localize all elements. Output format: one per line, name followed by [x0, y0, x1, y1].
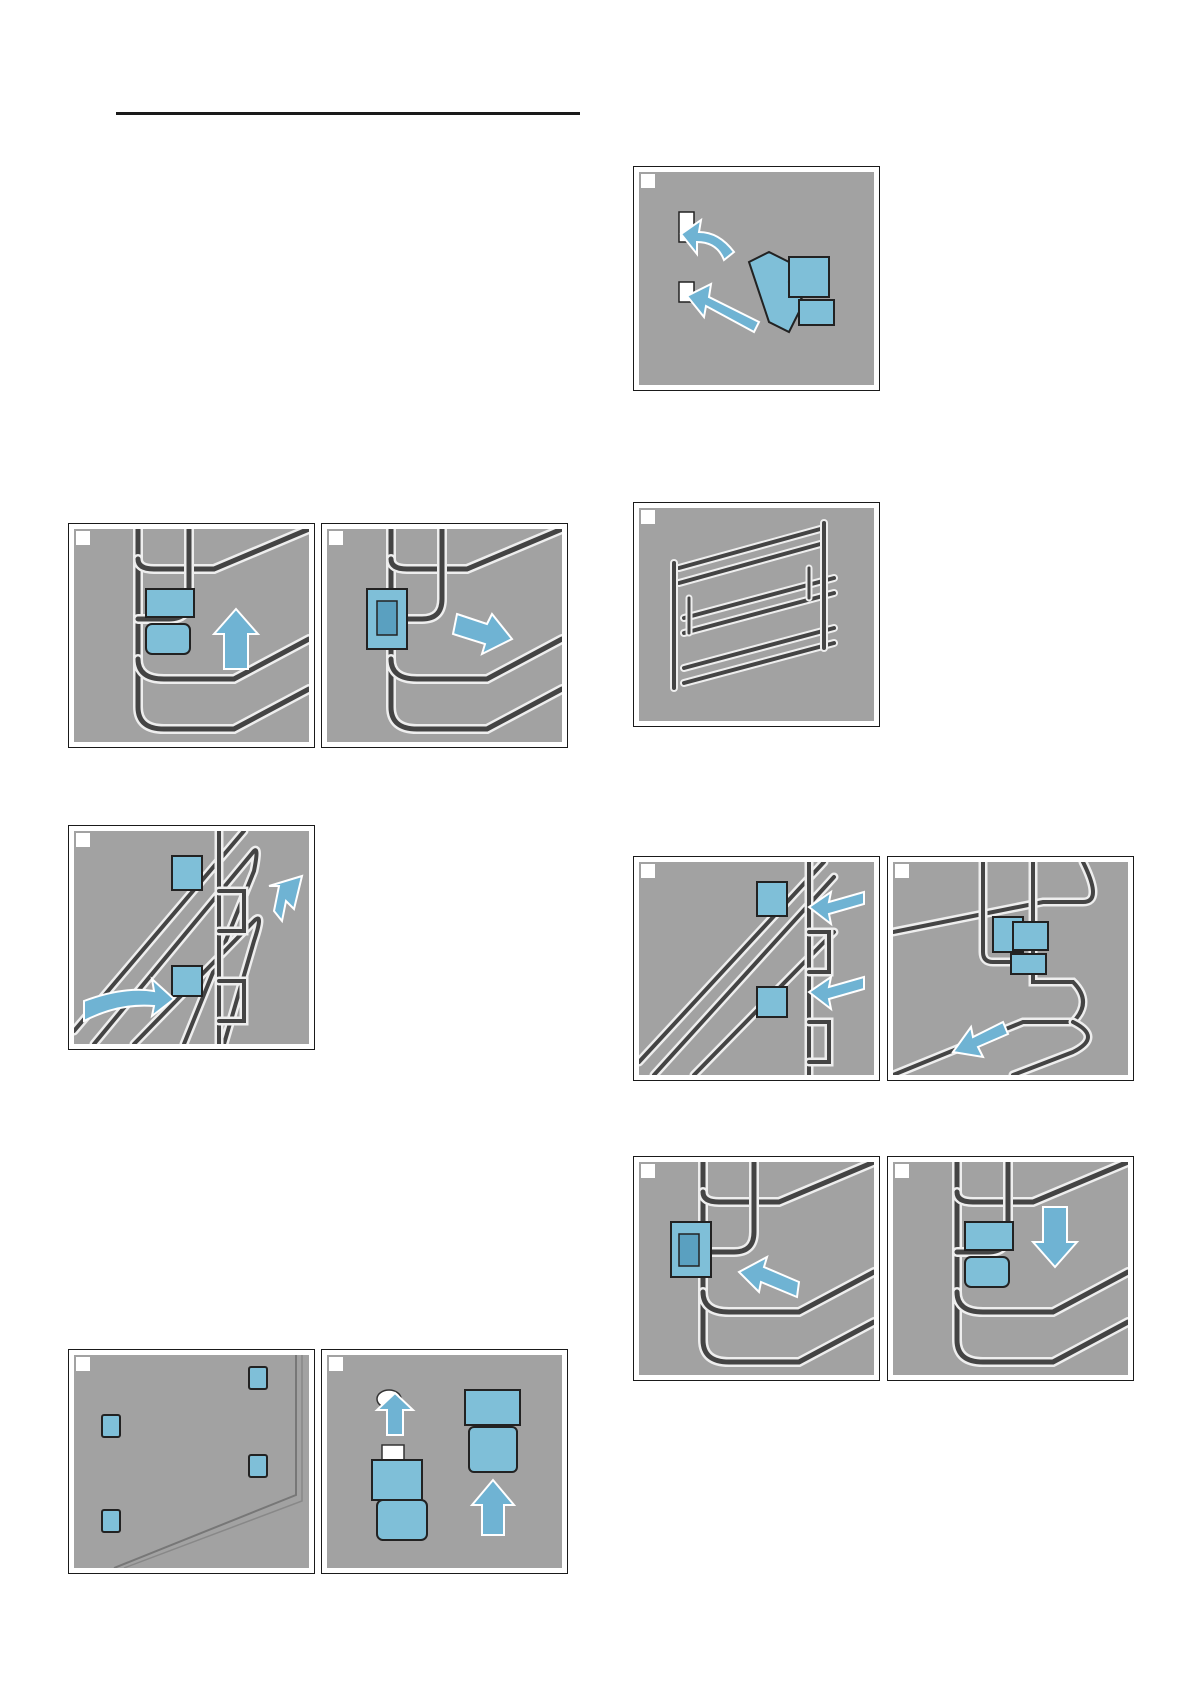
clip-into-slots-illustration	[639, 172, 874, 385]
figure-fit-step-2	[887, 856, 1134, 1081]
figure-sockets-step-2	[321, 1349, 568, 1574]
pull-out-rail-illustration	[639, 508, 874, 721]
step-number-box	[76, 1357, 90, 1371]
wire-rail-clip-lift-illustration	[74, 529, 309, 742]
figure-fit-step-1	[633, 856, 880, 1081]
step-number-box	[895, 864, 909, 878]
figure-remove-step-3	[68, 825, 315, 1050]
step-number-box	[76, 833, 90, 847]
figure-sockets-step-1	[68, 1349, 315, 1574]
figure-rail-view	[633, 502, 880, 727]
step-number-box	[641, 174, 655, 188]
socket-clip-insert-illustration	[327, 1355, 562, 1568]
wire-rail-clip-pull-illustration	[327, 529, 562, 742]
step-number-box	[76, 531, 90, 545]
figure-remove-step-2	[321, 523, 568, 748]
figure-fit-step-4	[887, 1156, 1134, 1381]
rail-slide-down-illustration	[893, 862, 1128, 1075]
step-number-box	[641, 1164, 655, 1178]
clip-press-down-illustration	[893, 1162, 1128, 1375]
oven-wall-sockets-illustration	[74, 1355, 309, 1568]
figure-remove-step-1	[68, 523, 315, 748]
step-number-box	[329, 531, 343, 545]
step-number-box	[329, 1357, 343, 1371]
figure-fit-step-3	[633, 1156, 880, 1381]
step-number-box	[641, 864, 655, 878]
rail-lift-out-illustration	[74, 831, 309, 1044]
clip-push-on-illustration	[639, 1162, 874, 1375]
figure-clip-insert	[633, 166, 880, 391]
section-rule	[116, 112, 580, 115]
step-number-box	[895, 1164, 909, 1178]
rail-hang-on-clips-illustration	[639, 862, 874, 1075]
step-number-box	[641, 510, 655, 524]
